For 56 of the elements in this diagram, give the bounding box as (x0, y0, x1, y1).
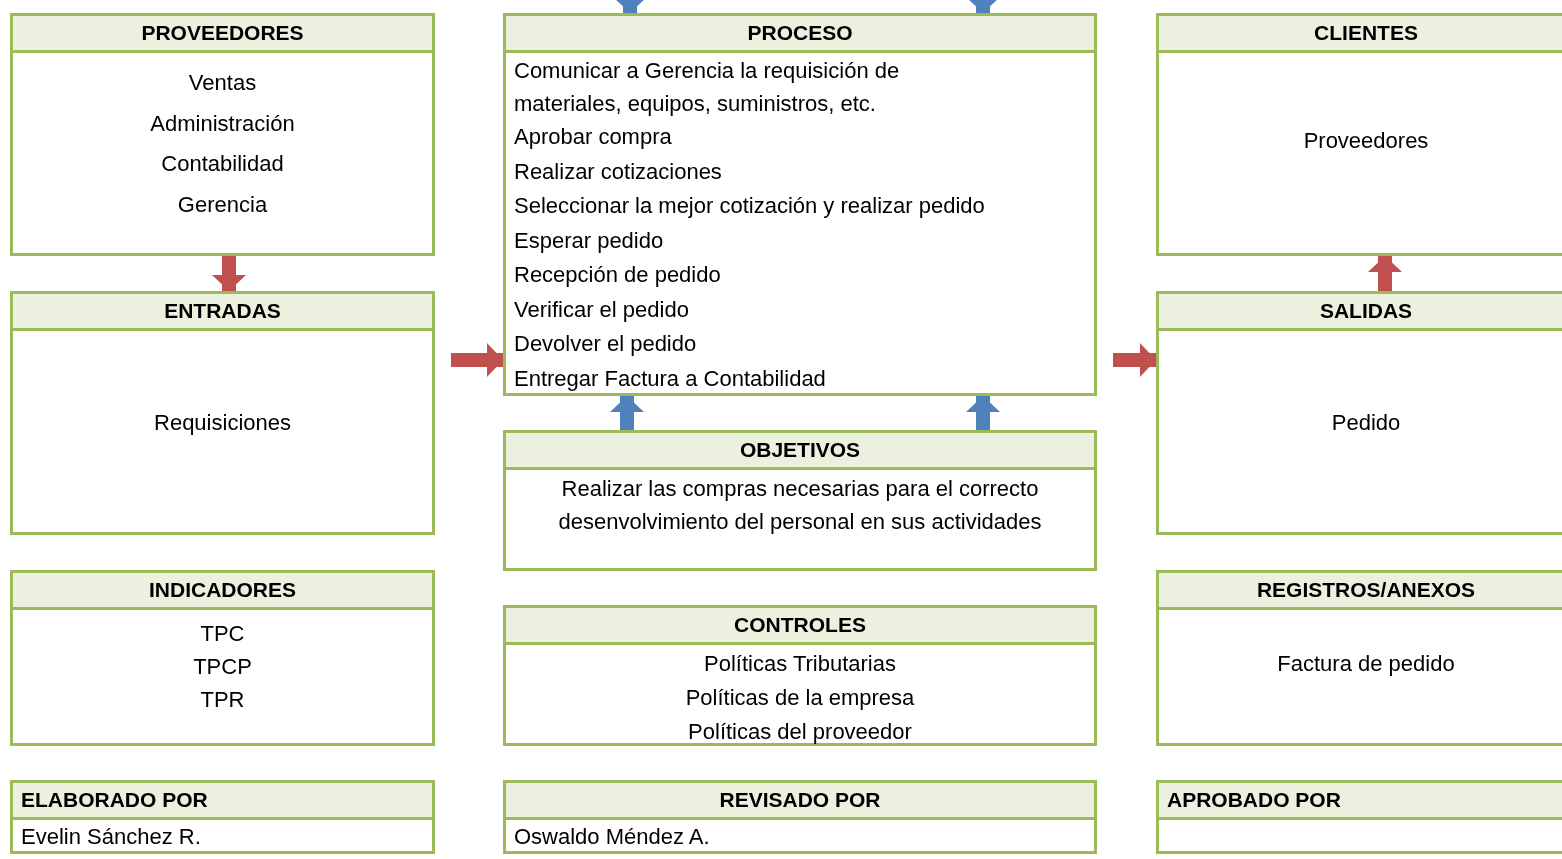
body-text: Políticas Tributarias (703, 650, 897, 678)
body-text: Requisiciones (153, 409, 292, 437)
body-text: Oswaldo Méndez A. (514, 823, 711, 851)
section-panel (1156, 780, 1562, 854)
block-arrow (610, 396, 644, 430)
process-step: Comunicar a Gerencia la requisición de materiales, equipos, suministros, etc. (514, 54, 954, 120)
section-header: CLIENTES (1159, 16, 1562, 53)
section-header: REGISTROS/ANEXOS (1159, 573, 1562, 610)
body-text: Factura de pedido (1276, 650, 1456, 678)
section-panel (503, 780, 1097, 854)
section-header: APROBADO POR (1159, 783, 1562, 820)
section-header: PROCESO (506, 16, 1094, 53)
body-text: Ventas (187, 69, 258, 97)
section-panel (10, 13, 435, 256)
section-header: OBJETIVOS (506, 433, 1094, 470)
body-text: TPC (199, 620, 246, 648)
process-step: Aprobar compra (514, 120, 1086, 155)
section-panel (10, 291, 435, 535)
body-text: Administración (149, 109, 296, 138)
body-text: Políticas del proveedor (687, 718, 913, 746)
section-header: ELABORADO POR (13, 783, 432, 820)
section-header: INDICADORES (13, 573, 432, 610)
body-text: Contabilidad (160, 150, 285, 178)
process-step: Recepción de pedido (514, 258, 1086, 293)
body-text: Políticas de la empresa (684, 684, 916, 712)
section-panel (1156, 570, 1562, 746)
body-text: Evelin Sánchez R. (21, 823, 202, 851)
section-header: CONTROLES (506, 608, 1094, 645)
section-panel (10, 780, 435, 854)
section-panel (1156, 291, 1562, 535)
process-step: Verificar el pedido (514, 292, 1086, 327)
section-panel (503, 605, 1097, 746)
section-panel (503, 13, 1097, 396)
section-panel (10, 570, 435, 746)
process-step: Devolver el pedido (514, 327, 1086, 362)
block-arrow (1113, 343, 1156, 377)
block-arrow (451, 343, 503, 377)
block-arrow (1368, 256, 1402, 291)
section-header: PROVEEDORES (13, 16, 432, 53)
body-text: Gerencia (176, 190, 269, 219)
process-step: Entregar Factura a Contabilidad (514, 361, 1086, 396)
section-header: REVISADO POR (506, 783, 1094, 820)
body-text: TPR (199, 686, 246, 714)
block-arrow (212, 256, 246, 291)
section-panel (1156, 13, 1562, 256)
section-header: ENTRADAS (13, 294, 432, 331)
process-step: Realizar cotizaciones (514, 154, 1086, 189)
section-header: SALIDAS (1159, 294, 1562, 331)
section-panel (503, 430, 1097, 571)
body-text: Proveedores (1302, 127, 1430, 155)
process-step: Seleccionar la mejor cotización y realizar pedido (514, 189, 1086, 224)
process-step: Esperar pedido (514, 223, 1086, 258)
body-text: Pedido (1330, 409, 1402, 437)
body-text: Realizar las compras necesarias para el correcto desenvolvimiento del personal en sus actividades (557, 475, 1043, 536)
body-text: TPCP (192, 653, 253, 681)
block-arrow (966, 396, 1000, 430)
